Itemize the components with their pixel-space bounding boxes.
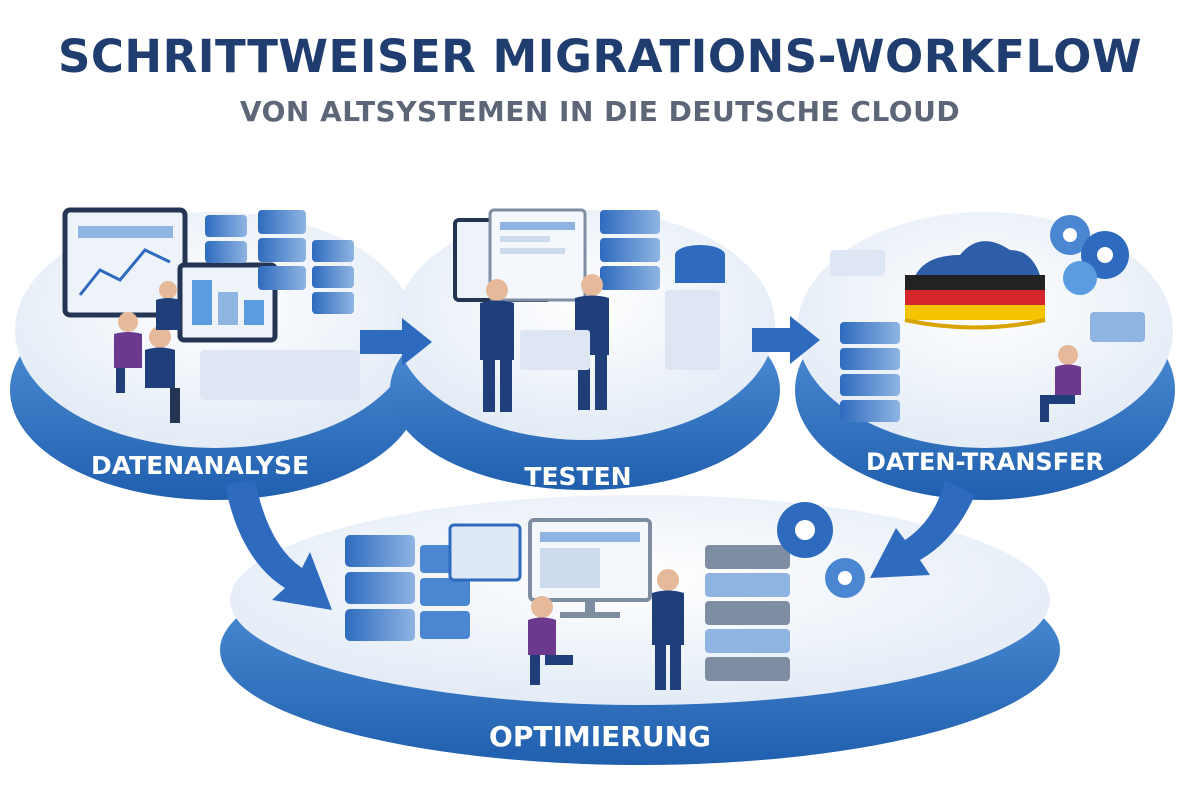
- stage-daten-transfer: DATEN-TRANSFER: [795, 212, 1175, 500]
- person-icon: [1040, 345, 1081, 422]
- server-stack-icon: [705, 545, 790, 681]
- person-icon: [114, 312, 142, 393]
- monitor-icon: [453, 208, 587, 302]
- server-stack-icon: [345, 535, 470, 641]
- page-subtitle: VON ALTSYSTEMEN IN DIE DEUTSCHE CLOUD: [239, 95, 961, 128]
- stage-label: TESTEN: [524, 462, 631, 491]
- person-icon: [528, 596, 573, 685]
- gear-icon: [1050, 215, 1129, 295]
- desk: [520, 330, 590, 370]
- desk: [200, 350, 360, 400]
- arrow-icon: [870, 480, 975, 578]
- arrow-icon: [752, 316, 820, 364]
- gear-icon: [777, 502, 865, 598]
- monitor-icon: [62, 207, 278, 343]
- stage-label: OPTIMIERUNG: [489, 720, 711, 753]
- monitor-icon: [448, 518, 652, 618]
- page-title: SCHRITTWEISER MIGRATIONS-WORKFLOW: [58, 30, 1142, 83]
- stage-label: DATENANALYSE: [91, 451, 309, 480]
- stage-datenanalyse: DATENANALYSE: [10, 207, 420, 500]
- server-stack-icon: [600, 210, 725, 370]
- cloud-icon: [904, 241, 1046, 330]
- server-stack-icon: [205, 210, 354, 314]
- person-icon: [145, 326, 180, 423]
- arrow-icon: [225, 480, 332, 610]
- person-icon: [156, 281, 180, 330]
- person-icon: [480, 279, 514, 412]
- person-icon: [652, 569, 684, 690]
- stage-optimierung: OPTIMIERUNG: [220, 495, 1060, 765]
- server-stack-icon: [830, 250, 1145, 422]
- arrow-icon: [360, 318, 432, 366]
- stage-testen: TESTEN: [390, 208, 780, 491]
- stage-label: DATEN-TRANSFER: [866, 448, 1104, 476]
